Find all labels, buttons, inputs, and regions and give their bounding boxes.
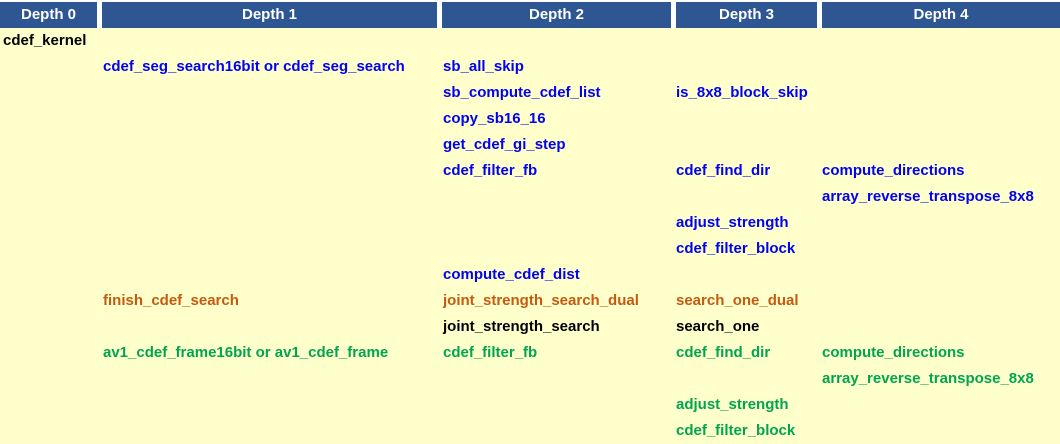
table-row: array_reverse_transpose_8x8 xyxy=(0,184,1060,210)
call-node: finish_cdef_search xyxy=(103,292,239,309)
call-node: cdef_seg_search16bit or cdef_seg_search xyxy=(103,58,405,75)
call-node: joint_strength_search xyxy=(443,318,600,335)
call-node: compute_directions xyxy=(822,344,965,361)
call-node: joint_strength_search_dual xyxy=(443,292,639,309)
call-node: cdef_filter_fb xyxy=(443,162,538,179)
table-row: cdef_seg_search16bit or cdef_seg_search s… xyxy=(0,54,1060,80)
call-node: cdef_filter_block xyxy=(676,240,796,257)
table-row: cdef_kernel xyxy=(0,28,1060,54)
column-header-depth-3: Depth 3 xyxy=(676,2,817,28)
call-node: is_8x8_block_skip xyxy=(676,84,808,101)
table-row: get_cdef_gi_step xyxy=(0,132,1060,158)
call-node: search_one_dual xyxy=(676,292,799,309)
table-row: av1_cdef_frame16bit or av1_cdef_frame cde… xyxy=(0,340,1060,366)
call-node: cdef_find_dir xyxy=(676,162,771,179)
call-node: cdef_filter_block xyxy=(676,422,796,439)
call-tree-grid: cdef_kernel cdef_seg_search16bit or cdef_… xyxy=(0,28,1060,444)
call-node: get_cdef_gi_step xyxy=(443,136,566,153)
table-header-row: Depth 0 Depth 1 Depth 2 Depth 3 Depth 4 xyxy=(0,0,1060,28)
column-header-depth-0: Depth 0 xyxy=(0,2,97,28)
call-node: adjust_strength xyxy=(676,396,789,413)
call-node: search_one xyxy=(676,318,760,335)
table-row: adjust_strength xyxy=(0,392,1060,418)
table-row: array_reverse_transpose_8x8 xyxy=(0,366,1060,392)
table-row: cdef_filter_block xyxy=(0,418,1060,444)
call-node: av1_cdef_frame16bit or av1_cdef_frame xyxy=(103,344,389,361)
call-node: compute_cdef_dist xyxy=(443,266,580,283)
table-row: cdef_filter_block xyxy=(0,236,1060,262)
table-row: adjust_strength xyxy=(0,210,1060,236)
call-node: sb_all_skip xyxy=(443,58,524,75)
call-node: cdef_kernel xyxy=(3,32,87,49)
table-row: finish_cdef_search joint_strength_search_… xyxy=(0,288,1060,314)
call-node: array_reverse_transpose_8x8 xyxy=(822,370,1034,387)
call-node: sb_compute_cdef_list xyxy=(443,84,601,101)
call-node: copy_sb16_16 xyxy=(443,110,546,127)
table-row: sb_compute_cdef_list is_8x8_block_skip xyxy=(0,80,1060,106)
column-header-depth-2: Depth 2 xyxy=(442,2,671,28)
call-node: compute_directions xyxy=(822,162,965,179)
table-row: copy_sb16_16 xyxy=(0,106,1060,132)
column-header-depth-1: Depth 1 xyxy=(102,2,437,28)
table-row: compute_cdef_dist xyxy=(0,262,1060,288)
table-row: cdef_filter_fb cdef_find_dir compute_direc… xyxy=(0,158,1060,184)
column-header-depth-4: Depth 4 xyxy=(822,2,1060,28)
call-node: cdef_find_dir xyxy=(676,344,771,361)
call-node: array_reverse_transpose_8x8 xyxy=(822,188,1034,205)
table-row: joint_strength_search search_one xyxy=(0,314,1060,340)
call-node: adjust_strength xyxy=(676,214,789,231)
call-node: cdef_filter_fb xyxy=(443,344,538,361)
